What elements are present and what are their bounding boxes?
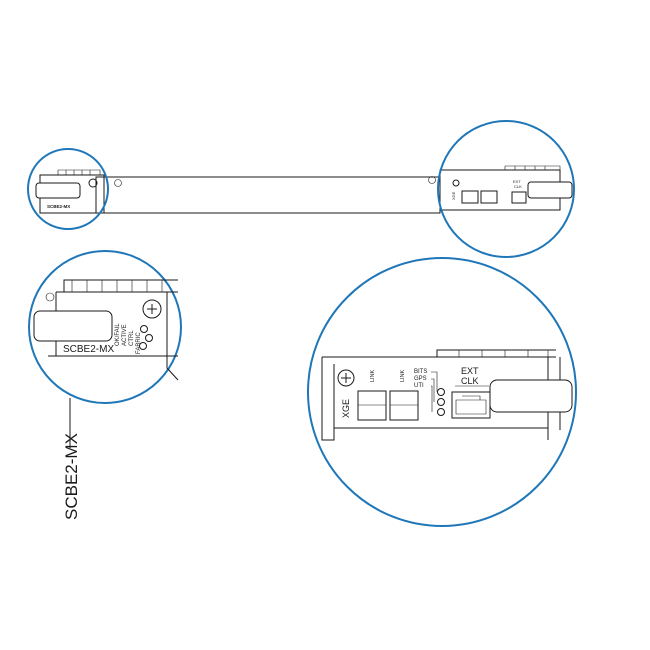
screw-icon xyxy=(114,179,122,187)
led-label-active: ACTIVE xyxy=(122,324,128,346)
callout-label: SCBE2-MX xyxy=(62,433,81,520)
link-label-2: LINK xyxy=(400,369,406,382)
sfp-port-icon xyxy=(461,190,479,204)
left-zoom-name-label: SCBE2-MX xyxy=(63,344,114,355)
clock-label-uti: UTI xyxy=(414,383,424,389)
ext-clk-label-line2: CLK xyxy=(461,376,479,386)
left-zoom: OK/FAIL ACTIVE CTRL FABRIC SCBE2-MX xyxy=(28,250,182,404)
rj45-port-icon xyxy=(511,191,527,204)
board-overview-ext-label: EXT xyxy=(513,179,521,184)
board-overview: SCBE2-MX XGE EXT CLK xyxy=(35,165,573,214)
ext-clk-label-line1: EXT xyxy=(461,366,479,376)
zoom-circle-right-small xyxy=(437,120,575,258)
led-label-ok-fail: OK/FAIL xyxy=(115,323,121,346)
zoom-circle-left-small xyxy=(27,148,109,230)
screw-icon xyxy=(337,369,355,387)
led-label-ctrl: CTRL xyxy=(129,330,135,346)
screw-icon xyxy=(428,176,436,184)
zoom-circle-right-large xyxy=(307,257,577,527)
handle-icon xyxy=(33,310,113,342)
link-label-1: LINK xyxy=(370,369,376,382)
led-icon xyxy=(437,398,445,406)
sfp-port-icon xyxy=(480,190,498,204)
clock-label-gps: GPS xyxy=(414,376,427,382)
led-label-fabric: FABRIC xyxy=(136,332,142,354)
led-icon xyxy=(139,342,147,350)
board-overview-clk-label: CLK xyxy=(514,184,522,189)
board-overview-name-label: SCBE2-MX xyxy=(47,204,70,209)
handle-icon xyxy=(527,181,573,199)
board-overview-xge-label: XGE xyxy=(451,191,456,200)
right-zoom: XGE LINK LINK BITS GPS UTI EXT CLK xyxy=(307,257,577,527)
sfp-port-icon xyxy=(357,390,387,421)
led-icon xyxy=(145,334,153,342)
clock-label-bits: BITS xyxy=(414,369,427,375)
screw-icon xyxy=(142,299,162,319)
screw-icon xyxy=(45,292,55,302)
led-icon xyxy=(437,388,445,396)
led-icon xyxy=(437,408,445,416)
sfp-port-icon xyxy=(389,390,419,421)
led-icon xyxy=(140,325,148,333)
handle-icon xyxy=(489,379,573,413)
zoom-circle-left-large xyxy=(28,250,182,404)
right-zoom-xge-label: XGE xyxy=(341,399,351,418)
